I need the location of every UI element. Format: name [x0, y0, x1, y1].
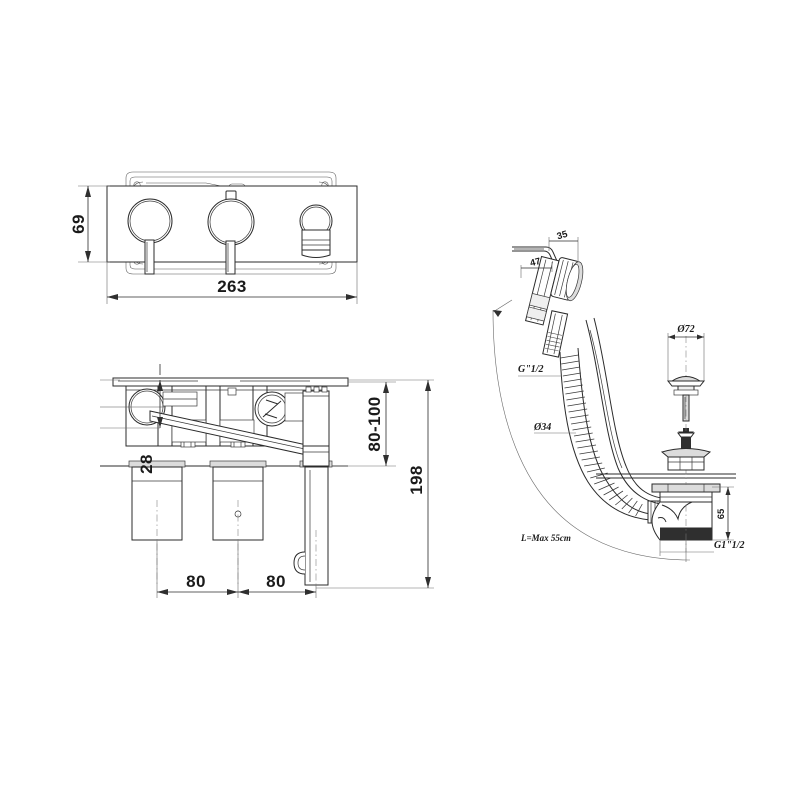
dimension-label-side-top-offset: 28 — [137, 454, 156, 474]
dimension-waste-cap-diameter: Ø72 — [667, 324, 705, 381]
dimension-label-side-spacing-right: 80 — [266, 572, 286, 591]
waste-trap-body — [651, 490, 713, 552]
side-valve-body — [100, 385, 323, 448]
dimension-label-front-height: 69 — [69, 214, 88, 234]
side-top-plate — [112, 377, 349, 387]
dimension-front-width: 263 — [106, 262, 358, 304]
side-outlet-left — [131, 466, 183, 586]
dimension-label-waste-top-width: 35 — [556, 229, 570, 243]
waste-hose-length-sweep: L=Max 55cm — [492, 299, 691, 561]
waste-bush — [677, 431, 695, 451]
dimension-side-total-height: 198 — [316, 379, 434, 589]
dimension-side-top-offset: 28 — [100, 364, 163, 474]
dimension-side-depth-range: 80-100 — [332, 381, 396, 467]
waste-inlet-stem — [542, 310, 569, 358]
label-group-waste-outlet-thread: G1"1/2 — [659, 540, 745, 562]
side-outlet-right — [293, 445, 330, 586]
waste-overflow-head — [524, 255, 584, 326]
waste-outer-tube — [585, 317, 671, 506]
dimension-label-waste-outlet-height: 65 — [716, 508, 727, 519]
view-side-section: 28 80 80 80-100 — [100, 364, 434, 598]
view-front-elevation: 69 263 — [69, 171, 358, 304]
side-outlet-centre — [212, 466, 264, 586]
dimension-label-waste-body-width: 47 — [529, 256, 542, 269]
dimension-label-front-width: 263 — [217, 277, 247, 296]
waste-control-arm — [512, 246, 562, 274]
dimension-side-spacing: 80 80 — [156, 540, 317, 598]
handle-right — [299, 204, 333, 258]
handle-left — [127, 198, 173, 275]
dimension-waste-outlet-height: 65 — [712, 486, 734, 541]
view-waste-assembly: 35 47 G"1/2 Ø34 Ø72 — [492, 229, 745, 562]
label-waste-outlet-thread: G1"1/2 — [714, 540, 745, 551]
dimension-label-side-spacing-left: 80 — [186, 572, 206, 591]
dimension-label-side-total-height: 198 — [407, 465, 426, 495]
dimension-front-height: 69 — [69, 185, 110, 263]
leader-waste-inlet-thread: G"1/2 — [518, 364, 562, 377]
handle-centre — [207, 190, 255, 275]
label-waste-hose-diameter: Ø34 — [533, 422, 551, 433]
dimension-waste-top-width: 35 — [548, 229, 579, 262]
side-right-riser-top — [302, 386, 330, 447]
dimension-label-side-depth-range: 80-100 — [365, 396, 384, 451]
waste-plug-cap — [666, 336, 706, 396]
waste-flange-outlet — [651, 483, 721, 503]
label-waste-hose-length: L=Max 55cm — [520, 533, 571, 543]
leader-waste-hose-diameter: Ø34 — [533, 422, 576, 434]
label-waste-inlet-thread: G"1/2 — [518, 364, 544, 375]
dimension-waste-body-width: 47 — [520, 256, 553, 278]
waste-strainer-flange — [660, 448, 712, 471]
dimension-label-waste-cap-diameter: Ø72 — [676, 324, 694, 335]
